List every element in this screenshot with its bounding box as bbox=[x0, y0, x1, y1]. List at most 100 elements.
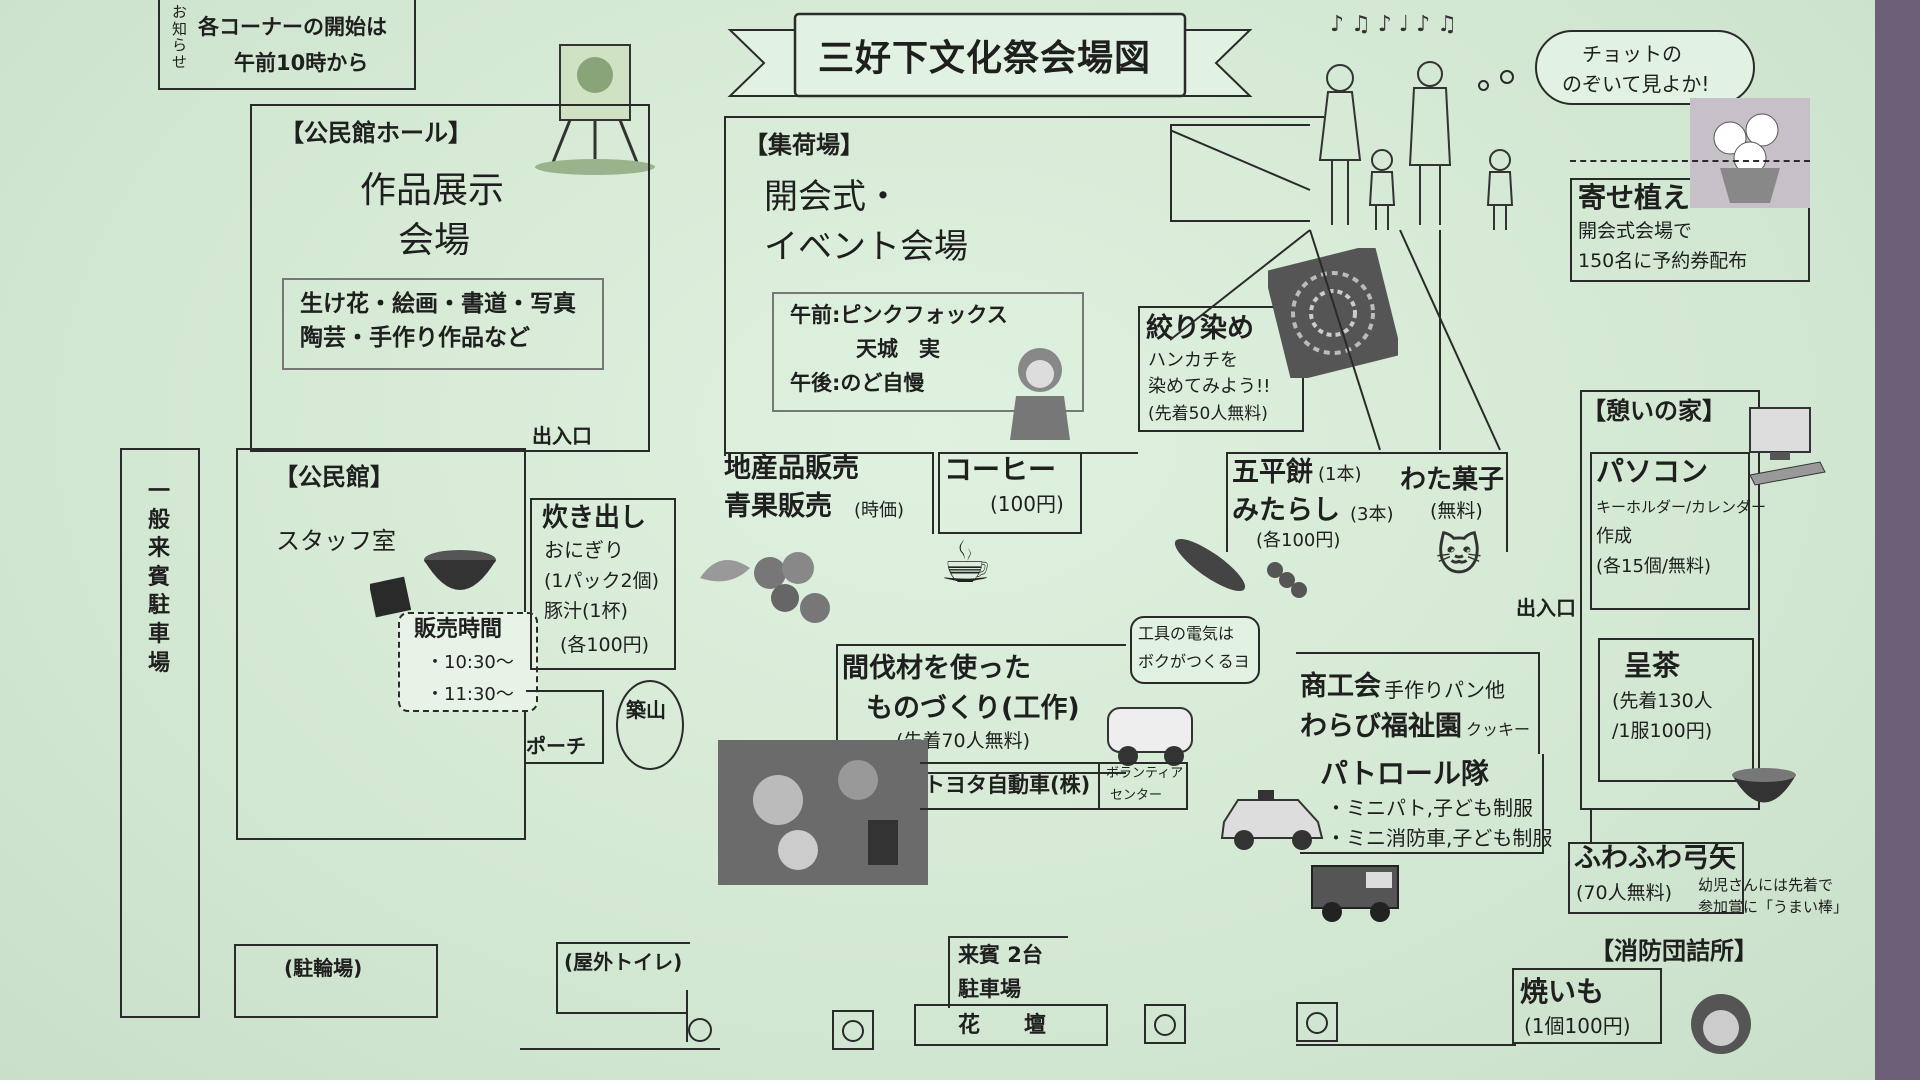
wata-price: (無料) bbox=[1430, 500, 1483, 522]
notice-line1: 各コーナーの開始は bbox=[198, 15, 387, 39]
guest2-l1: 来賓 2台 bbox=[958, 943, 1043, 967]
tea-title: 呈茶 bbox=[1624, 649, 1681, 682]
wata-title: わた菓子 bbox=[1400, 465, 1505, 495]
schedule-pm: 午後:のど自慢 bbox=[790, 371, 925, 395]
notice-line2: 午前10時から bbox=[234, 51, 369, 75]
shukaba-title2: イベント会場 bbox=[764, 227, 968, 267]
marker-box-3 bbox=[1296, 1002, 1338, 1042]
computer-icon bbox=[1749, 407, 1826, 486]
marker-box-2 bbox=[1144, 1004, 1186, 1044]
music-notes-icon: ♪ ♫ ♪ ♩ ♪ ♫ bbox=[1330, 12, 1457, 37]
shibori-l3: (先着50人無料) bbox=[1148, 404, 1268, 424]
toilet-bottom-line bbox=[556, 1012, 686, 1014]
coffee-title: コーヒー bbox=[944, 453, 1057, 486]
kominkan-label: 【公民館】 bbox=[274, 463, 394, 491]
patrol-l2: ・ミニ消防車,子ども制服 bbox=[1326, 826, 1553, 850]
toyota-label: トヨタ自動車(株) bbox=[924, 773, 1091, 797]
yakiimo-title: 焼いも bbox=[1520, 975, 1605, 1008]
yose-title: 寄せ植え bbox=[1578, 181, 1691, 214]
tie-dye-image bbox=[1268, 248, 1398, 378]
takidashi-l3: 豚汁(1杯) bbox=[544, 600, 628, 622]
gohei-l2: みたらし bbox=[1232, 495, 1340, 526]
produce-icon bbox=[700, 552, 830, 623]
flowerbed-label: 花 壇 bbox=[958, 1013, 1047, 1038]
fuwa-l1: (70人無料) bbox=[1576, 882, 1673, 904]
yose-l2: 150名に予約券配布 bbox=[1578, 250, 1748, 272]
right-road-line bbox=[1590, 810, 1592, 844]
denki-l2: ボクがつくるヨ bbox=[1138, 652, 1250, 671]
bicycle-parking-label: (駐輪場) bbox=[284, 956, 363, 980]
marker-box-1 bbox=[832, 1010, 874, 1050]
sanchi-box bbox=[724, 452, 934, 534]
mabiki-l2: ものづくり(工作) bbox=[866, 693, 1080, 724]
yakiimo-price: (1個100円) bbox=[1524, 1014, 1631, 1038]
vehicle-icon bbox=[1107, 707, 1193, 766]
pc-l2: 作成 bbox=[1596, 526, 1632, 547]
shukaba-label: 【集荷場】 bbox=[744, 131, 864, 159]
sales-time-1: ・10:30〜 bbox=[426, 652, 514, 673]
fuwa-title: ふわふわ弓矢 bbox=[1574, 843, 1736, 874]
takidashi-l4: (各100円) bbox=[560, 634, 650, 656]
hall-title1: 作品展示 bbox=[360, 170, 505, 211]
mabiki-box bbox=[836, 644, 1126, 774]
volunteer-l2: センター bbox=[1110, 788, 1163, 803]
hall-desc1: 生け花・絵画・書道・写真 bbox=[300, 291, 576, 317]
pc-box bbox=[1590, 452, 1750, 610]
bottom-road-line bbox=[520, 1048, 720, 1050]
sanchi-l1: 地産品販売 bbox=[724, 453, 859, 484]
hall-label: 【公民館ホール】 bbox=[280, 119, 472, 147]
yakiimo-box bbox=[1512, 968, 1662, 1044]
tea-bowl-icon bbox=[1732, 768, 1796, 803]
tea-box bbox=[1598, 638, 1754, 782]
schedule-box bbox=[772, 292, 1084, 412]
shoko-l1: 商工会 bbox=[1300, 671, 1381, 702]
gohei-n2: (3本) bbox=[1350, 504, 1394, 525]
tea-l1: (先着130人 bbox=[1612, 690, 1713, 712]
shibori-l2: 染めてみよう!! bbox=[1148, 376, 1271, 397]
tea-l2: /1服100円) bbox=[1612, 720, 1713, 742]
tsukiyama-label: 築山 bbox=[626, 698, 666, 722]
schedule-am: 午前:ピンクフォックス bbox=[790, 303, 1008, 327]
thought-dot-2 bbox=[1500, 70, 1514, 84]
thought-dot-1 bbox=[1478, 80, 1489, 91]
tsukiyama-mound bbox=[616, 680, 684, 770]
family-illustration bbox=[1318, 61, 1514, 230]
shukaba-inner-box bbox=[1170, 124, 1310, 222]
bottom-right-road bbox=[1296, 1044, 1516, 1046]
guest-parking-label: 一般来賓駐車場 bbox=[148, 479, 171, 676]
path-lines bbox=[1170, 129, 1501, 451]
denki-bubble bbox=[1130, 616, 1260, 684]
shoko-box bbox=[1296, 652, 1540, 754]
toilet-label: (屋外トイレ) bbox=[564, 950, 683, 974]
shibori-title: 絞り染め bbox=[1146, 313, 1254, 344]
notice-box bbox=[158, 0, 416, 90]
cat-mascot-icon: 🐱 bbox=[1436, 530, 1482, 581]
pc-l1: キーホルダー/カレンダー bbox=[1596, 498, 1767, 516]
patrol-box bbox=[1300, 754, 1544, 854]
coffee-box bbox=[938, 452, 1082, 534]
ikoi-right-line bbox=[1758, 390, 1760, 810]
page-title: 三好下文化祭会場図 bbox=[818, 38, 1152, 79]
marker-circle-3 bbox=[1154, 1014, 1176, 1036]
volunteer-box bbox=[1098, 762, 1188, 810]
fire-truck-icon bbox=[1311, 865, 1399, 922]
coffee-price: (100円) bbox=[990, 492, 1064, 516]
yose-l1: 開会式会場で bbox=[1578, 220, 1693, 242]
mabiki-l1: 間伐材を使った bbox=[842, 653, 1031, 684]
shibori-l1: ハンカチを bbox=[1148, 350, 1238, 371]
hall-desc-box bbox=[282, 278, 604, 370]
shukaba-title1: 開会式・ bbox=[764, 177, 900, 217]
marker-circle-4 bbox=[1306, 1012, 1328, 1034]
takidashi-title: 炊き出し bbox=[542, 503, 647, 533]
food-row-top-line bbox=[938, 452, 1138, 454]
guest-parking-area bbox=[120, 448, 200, 1018]
gohei-box bbox=[1226, 452, 1508, 552]
easel-icon bbox=[535, 44, 655, 175]
flower-pot-icon bbox=[1690, 98, 1810, 208]
ikoi-area bbox=[1580, 390, 1758, 810]
porch-label: ポーチ bbox=[526, 734, 586, 758]
notice-side-label: お知らせ bbox=[172, 3, 188, 71]
staff-room-label: スタッフ室 bbox=[276, 527, 396, 555]
denki-l1: 工具の電気は bbox=[1138, 624, 1235, 643]
patrol-l1: ・ミニパト,子ども制服 bbox=[1326, 796, 1533, 820]
